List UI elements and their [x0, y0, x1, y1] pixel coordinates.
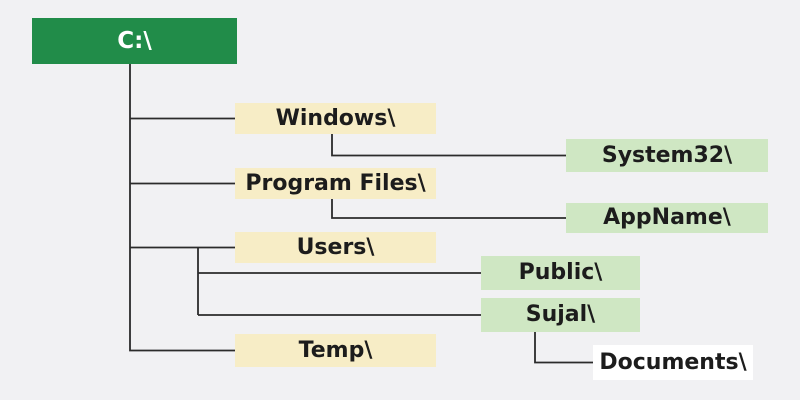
- node-c-drive-label: C:\: [117, 27, 152, 54]
- connector-root-temp: [129, 64, 235, 352]
- node-system32: System32\: [566, 139, 768, 172]
- node-system32-label: System32\: [601, 142, 733, 168]
- node-documents: Documents\: [593, 345, 753, 380]
- node-users: Users\: [235, 232, 436, 263]
- node-temp-label: Temp\: [298, 337, 373, 363]
- node-program-files: Program Files\: [235, 168, 436, 199]
- node-users-label: Users\: [296, 234, 375, 260]
- node-public: Public\: [481, 256, 640, 290]
- node-temp: Temp\: [235, 334, 436, 367]
- connector-programfiles-appname: [331, 199, 566, 219]
- node-public-label: Public\: [518, 260, 603, 285]
- node-program-files-label: Program Files\: [245, 170, 426, 196]
- node-appname: AppName\: [566, 203, 768, 233]
- node-sujal: Sujal\: [481, 298, 640, 332]
- connector-windows-system32: [331, 134, 566, 157]
- node-c-drive: C:\: [32, 18, 237, 64]
- node-sujal-label: Sujal\: [525, 302, 596, 327]
- node-appname-label: AppName\: [603, 205, 731, 230]
- node-documents-label: Documents\: [599, 349, 747, 375]
- node-windows: Windows\: [235, 103, 436, 134]
- node-windows-label: Windows\: [275, 105, 396, 131]
- connector-sujal-documents: [534, 332, 593, 364]
